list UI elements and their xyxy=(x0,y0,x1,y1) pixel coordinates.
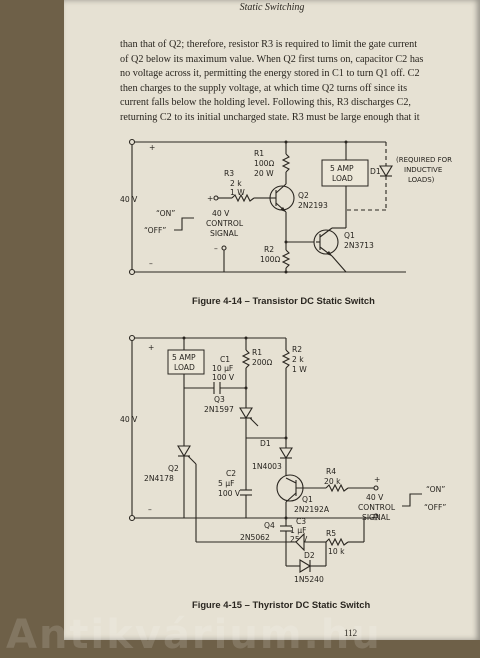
q2-part: 2N2193 xyxy=(298,201,328,210)
paragraph-line: returning C2 to its initial uncharged st… xyxy=(120,111,420,123)
paragraph-line: of Q2 below its maximum value. When Q2 f… xyxy=(120,53,424,65)
r1-power: 20 W xyxy=(254,169,274,178)
c1-name: C1 xyxy=(220,355,230,364)
off-label: “OFF” xyxy=(144,226,166,235)
q1-name: Q1 xyxy=(302,495,313,504)
d1-part: 1N4003 xyxy=(252,462,282,471)
c3-name: C3 xyxy=(296,517,306,526)
c2-voltage: 100 V xyxy=(218,489,241,498)
load-text-2: LOAD xyxy=(174,363,195,372)
q1-part: 2N3713 xyxy=(344,241,374,250)
figure-caption: Figure 4-15 – Thyristor DC Static Switch xyxy=(192,599,370,610)
d1-name: D1 xyxy=(370,167,381,176)
signal-label: SIGNAL xyxy=(362,513,391,522)
supply-label: 40 V xyxy=(120,195,138,204)
watermark: Antikvárium.hu xyxy=(6,612,382,658)
q3-part: 2N1597 xyxy=(204,405,234,414)
r4-name: R4 xyxy=(326,467,336,476)
r4-value: 20 k xyxy=(324,477,341,486)
r1-value: 100Ω xyxy=(254,159,274,168)
load-text-2: LOAD xyxy=(332,174,353,183)
paragraph-line: no voltage across it, permitting the ene… xyxy=(120,68,420,80)
r1-value: 200Ω xyxy=(252,358,272,367)
r2-name: R2 xyxy=(292,345,302,354)
control-label: CONTROL xyxy=(206,219,244,228)
d2-name: D2 xyxy=(304,551,315,560)
page-number: 112 xyxy=(344,628,358,638)
q3-name: Q3 xyxy=(214,395,225,404)
control-voltage: 40 V xyxy=(366,493,384,502)
signal-label: SIGNAL xyxy=(210,229,239,238)
plus-label: + xyxy=(148,343,154,352)
r2-value: 2 k xyxy=(292,355,304,364)
r5-value: 10 k xyxy=(328,547,345,556)
control-voltage: 40 V xyxy=(212,209,230,218)
q2-part: 2N4178 xyxy=(144,474,174,483)
r1-name: R1 xyxy=(252,348,262,357)
c2-name: C2 xyxy=(226,469,236,478)
q2-name: Q2 xyxy=(298,191,309,200)
paragraph-line: than that of Q2; therefore, resistor R3 … xyxy=(120,39,418,50)
input-plus: + xyxy=(207,194,213,203)
input-minus: – xyxy=(214,244,218,253)
supply-label: 40 V xyxy=(120,415,138,424)
q4-part: 2N5062 xyxy=(240,533,270,542)
d2-part: 1N5240 xyxy=(294,575,324,584)
r2-power: 1 W xyxy=(292,365,307,374)
c1-value: 10 μF xyxy=(212,364,233,373)
q1-part: 2N2192A xyxy=(294,505,330,514)
book-page: Static Switching than that of Q2; theref… xyxy=(64,0,480,640)
figure-4-15-schematic: + – 40 V 5 AMP LOAD C1 10 μF 100 V R1 20… xyxy=(120,334,446,610)
paragraph-line: then charges to the supply voltage, at w… xyxy=(120,82,408,94)
r2-value: 100Ω xyxy=(260,255,280,264)
figure-caption: Figure 4-14 – Transistor DC Static Switc… xyxy=(192,295,375,306)
d1-note-1: (REQUIRED FOR xyxy=(396,156,452,164)
r5-name: R5 xyxy=(326,529,336,538)
paragraph-line: current falls below the holding level. F… xyxy=(120,97,411,109)
q2-name: Q2 xyxy=(168,464,179,473)
r1-name: R1 xyxy=(254,149,264,158)
minus-label: – xyxy=(148,505,152,514)
d1-note-3: LOADS) xyxy=(408,176,435,184)
control-label: CONTROL xyxy=(358,503,396,512)
body-paragraph: than that of Q2; therefore, resistor R3 … xyxy=(120,38,472,126)
on-label: “ON” xyxy=(426,485,445,494)
q1-name: Q1 xyxy=(344,231,355,240)
input-minus: – xyxy=(374,515,378,524)
q4-name: Q4 xyxy=(264,521,275,530)
plus-label: + xyxy=(149,143,155,152)
load-text-1: 5 AMP xyxy=(172,353,196,362)
r3-value: 2 k xyxy=(230,179,242,188)
d1-note-2: INDUCTIVE xyxy=(404,166,442,174)
input-plus: + xyxy=(374,475,380,484)
d1-name: D1 xyxy=(260,439,271,448)
c1-voltage: 100 V xyxy=(212,373,235,382)
running-head: Static Switching xyxy=(239,2,305,13)
minus-label: – xyxy=(149,259,153,268)
c3-value: 1 μF xyxy=(290,526,306,535)
load-text-1: 5 AMP xyxy=(330,164,354,173)
on-label: “ON” xyxy=(156,209,175,218)
c2-value: 5 μF xyxy=(218,479,234,488)
figure-4-14-schematic: + – 40 V R1 100Ω 20 W Q2 2N2193 R3 2 k 1… xyxy=(120,138,452,306)
r3-power: 1 W xyxy=(230,188,245,197)
r3-name: R3 xyxy=(224,169,234,178)
off-label: “OFF” xyxy=(424,503,446,512)
r2-name: R2 xyxy=(264,245,274,254)
